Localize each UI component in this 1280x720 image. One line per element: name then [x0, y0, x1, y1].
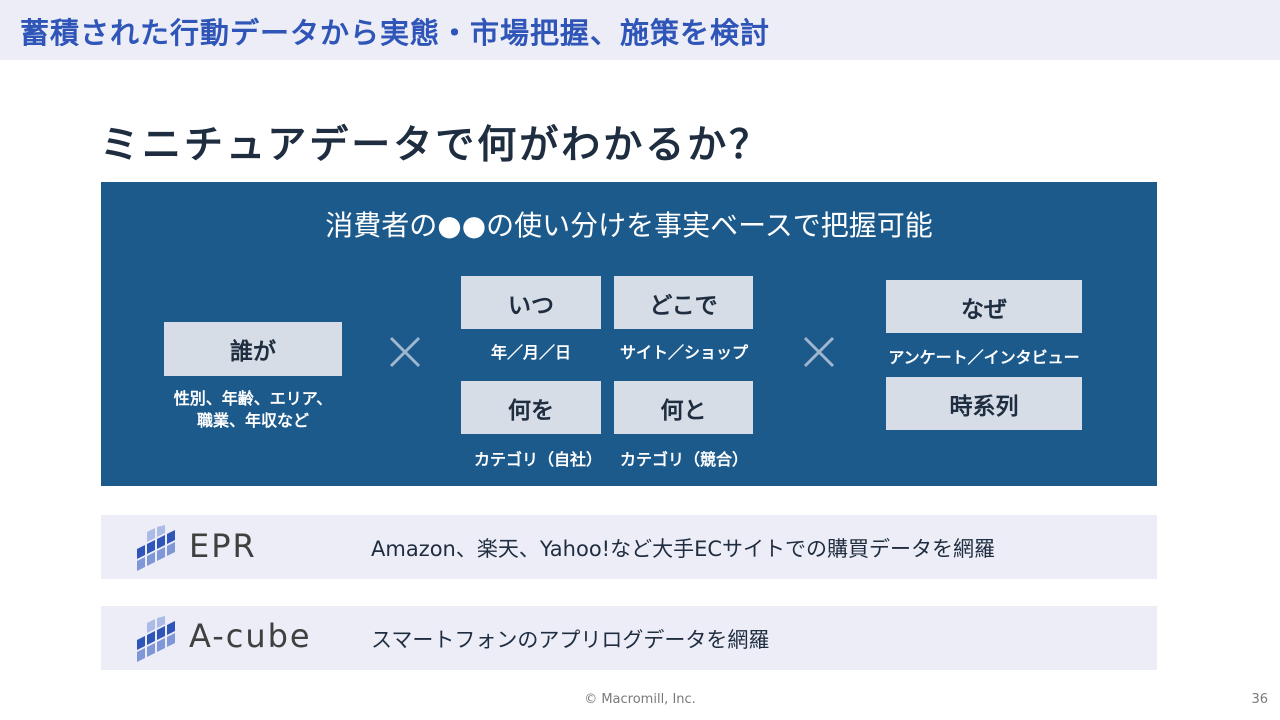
multiply-icon: [389, 336, 421, 368]
multiply-icon: [803, 336, 835, 368]
with-what-box: 何と: [614, 381, 753, 434]
who-caption: 性別、年齢、エリア、 職業、年収など: [153, 388, 353, 432]
slide-title: 蓄積された行動データから実態・市場把握、施策を検討: [20, 16, 771, 50]
who-caption-line-1: 性別、年齢、エリア、: [173, 389, 333, 408]
main-heading: ミニチュアデータで何がわかるか？: [100, 123, 772, 168]
with-what-caption: カテゴリ（競合）: [619, 450, 748, 469]
panel-headline: 消費者の●●の使い分けを事実ベースで把握可能: [325, 209, 933, 242]
copyright: © Macromill, Inc.: [584, 692, 696, 707]
epr-description: Amazon、楽天、Yahoo!など大手ECサイトでの購買データを網羅: [371, 537, 996, 561]
epr-logo-icon: [137, 525, 175, 571]
what-caption: カテゴリ（自社）: [473, 450, 602, 469]
what-box: 何を: [461, 381, 601, 434]
who-box: 誰が: [164, 322, 342, 376]
why-box: なぜ: [886, 280, 1082, 333]
where-caption: サイト／ショップ: [619, 343, 748, 362]
header-bar: 蓄積された行動データから実態・市場把握、施策を検討: [0, 0, 1280, 60]
when-caption: 年／月／日: [490, 343, 571, 362]
epr-logo-text: EPR: [189, 527, 257, 565]
acube-logo-text: A-cube: [189, 617, 312, 655]
acube-logo-icon: [137, 616, 175, 662]
who-caption-line-2: 職業、年収など: [196, 411, 309, 430]
page-number: 36: [1251, 692, 1268, 707]
dimensions-panel: 消費者の●●の使い分けを事実ベースで把握可能 誰が 性別、年齢、エリア、 職業、…: [101, 182, 1157, 486]
why-caption: アンケート／インタビュー: [888, 348, 1080, 367]
epr-band: EPR Amazon、楽天、Yahoo!など大手ECサイトでの購買データを網羅: [101, 515, 1157, 579]
acube-description: スマートフォンのアプリログデータを網羅: [371, 628, 770, 652]
when-box: いつ: [461, 276, 601, 329]
acube-band: A-cube スマートフォンのアプリログデータを網羅: [101, 606, 1157, 670]
time-series-box: 時系列: [886, 377, 1082, 430]
where-box: どこで: [614, 276, 753, 329]
